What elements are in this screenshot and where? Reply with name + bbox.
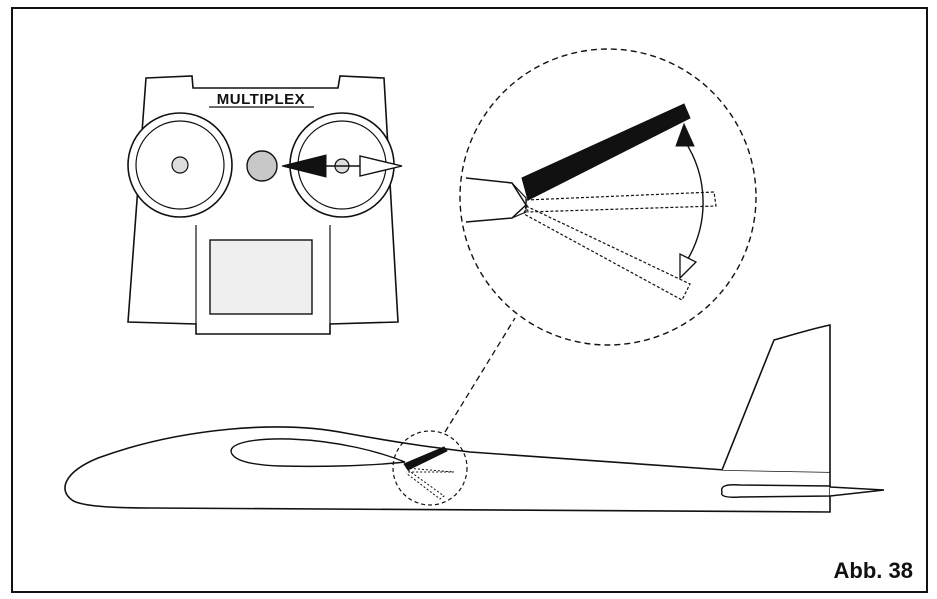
airplane-horizontal-stabilizer (720, 484, 831, 498)
transmitter-panel-lines (195, 225, 331, 324)
zoom-circle-small (392, 430, 468, 506)
arrow-right-open (359, 155, 403, 177)
surface-up-filled (521, 103, 691, 201)
transmitter-display (209, 239, 313, 315)
airplane-canopy (230, 438, 406, 468)
transmitter: MULTIPLEX (127, 75, 403, 335)
airplane-vertical-fin (721, 324, 831, 472)
zoom-hinge (511, 182, 527, 219)
deflection-arrow-up-filled (675, 122, 695, 147)
surface-down (523, 205, 691, 301)
small-surface-neutral (405, 467, 455, 473)
deflection-arrow-down-open (679, 252, 698, 280)
figure-caption: Abb. 38 (834, 558, 913, 583)
zoom-connector-lines (444, 317, 516, 433)
left-stick (127, 112, 233, 218)
airplane (64, 324, 885, 513)
airplane-fuselage (64, 426, 831, 513)
surface-neutral (525, 191, 717, 213)
figure-frame (11, 7, 928, 593)
brand-label: MULTIPLEX (217, 91, 305, 108)
left-stick-knob (171, 156, 189, 174)
deflection-arc (683, 139, 704, 263)
stick-direction-arrow (281, 154, 403, 178)
airplane-elevator (829, 486, 885, 497)
center-knob (246, 150, 278, 182)
arrow-left-filled (281, 154, 327, 178)
detail-zoom (459, 48, 757, 346)
